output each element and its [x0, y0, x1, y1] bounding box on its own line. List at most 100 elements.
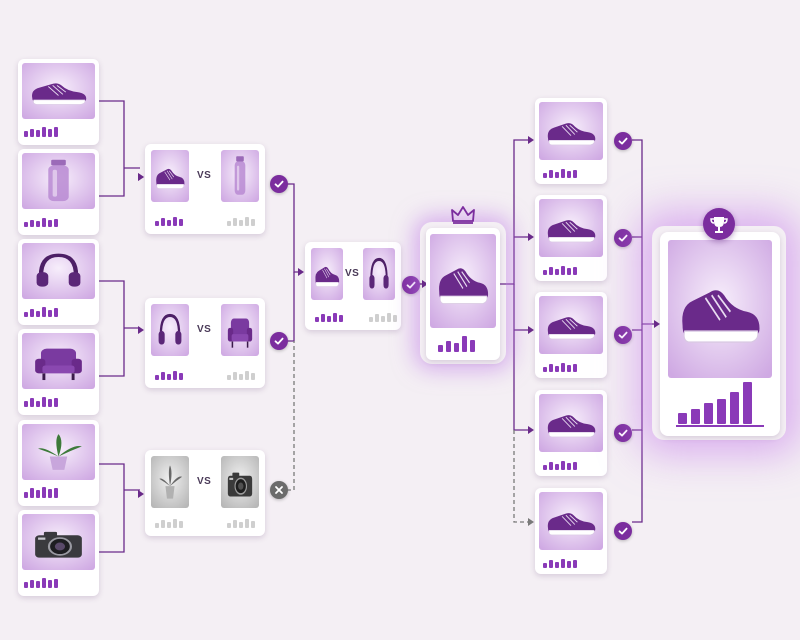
score-bar [573, 267, 577, 275]
score-bar [173, 217, 177, 226]
arrowhead [422, 280, 428, 288]
score-bar [730, 392, 739, 424]
arrowhead [528, 326, 534, 334]
score-bar [549, 560, 553, 568]
score-bars [315, 308, 343, 322]
matchup-card[interactable]: VS [145, 298, 265, 388]
entrant-card[interactable] [18, 329, 99, 415]
variant-card[interactable] [535, 390, 607, 476]
arrowhead [138, 326, 144, 334]
headphones-product-image [363, 248, 395, 300]
score-bar [48, 399, 52, 407]
score-bars [24, 482, 58, 498]
score-bar [227, 221, 231, 226]
entrant-card[interactable] [18, 239, 99, 325]
top-seed-card[interactable] [426, 228, 500, 360]
score-bar [30, 309, 34, 317]
headphones-product-image [22, 243, 95, 299]
matchup-card[interactable]: VS [305, 242, 401, 330]
variant-card[interactable] [535, 292, 607, 378]
score-bars [543, 164, 577, 178]
entrant-card[interactable] [18, 510, 99, 596]
score-bar [251, 373, 255, 380]
score-bars [24, 211, 58, 227]
sneaker-illustration [539, 394, 603, 452]
score-bar [543, 465, 547, 470]
score-bar [161, 520, 165, 528]
score-bar [438, 345, 443, 352]
matchup-card[interactable]: VS [145, 450, 265, 536]
entrant-card[interactable] [18, 149, 99, 235]
score-bar [573, 462, 577, 470]
score-bar [30, 129, 34, 137]
score-bars [155, 212, 183, 226]
score-bar [54, 219, 58, 227]
score-bar [245, 371, 249, 380]
score-bar [48, 220, 52, 227]
score-bar [36, 581, 40, 588]
variant-card[interactable] [535, 488, 607, 574]
score-bars [543, 358, 577, 372]
vs-label: VS [345, 268, 360, 279]
sneaker-illustration [311, 248, 343, 300]
vs-label: VS [197, 476, 212, 487]
sneaker-product-image [539, 102, 603, 160]
score-bar [555, 464, 559, 470]
score-bar [543, 367, 547, 372]
sneaker-illustration [539, 102, 603, 160]
score-bar [573, 364, 577, 372]
check-icon [402, 276, 420, 294]
vs-label: VS [197, 324, 212, 335]
score-bar [245, 217, 249, 226]
score-bar [48, 129, 52, 137]
score-bar [567, 561, 571, 568]
score-bar [155, 221, 159, 226]
armchair-product-image [22, 333, 95, 389]
score-bar [549, 267, 553, 275]
score-bars [24, 301, 58, 317]
water-bottle-product-image [22, 153, 95, 209]
arrowhead [298, 268, 304, 276]
score-bar [155, 375, 159, 380]
score-bars [678, 382, 752, 424]
score-bars [227, 366, 255, 380]
score-bar [333, 313, 337, 322]
sneaker-product-image [539, 492, 603, 550]
check-icon [270, 332, 288, 350]
variant-card[interactable] [535, 98, 607, 184]
score-bar [549, 364, 553, 372]
score-bar [543, 173, 547, 178]
score-bar [339, 315, 343, 322]
check-icon [614, 132, 632, 150]
camera-illustration [221, 456, 259, 508]
variant-card[interactable] [535, 195, 607, 281]
score-bar [227, 375, 231, 380]
score-bar [369, 317, 373, 322]
armchair-product-image [221, 304, 259, 356]
sneaker-illustration [539, 492, 603, 550]
eliminated-connector-line [287, 341, 295, 491]
score-bar [239, 374, 243, 380]
score-bars [24, 121, 58, 137]
score-bar [36, 401, 40, 407]
score-bar [704, 403, 713, 424]
score-bar [167, 374, 171, 380]
score-bar [30, 488, 34, 498]
score-bar [567, 365, 571, 372]
arrowhead [528, 136, 534, 144]
score-bar [54, 488, 58, 498]
check-icon [614, 326, 632, 344]
score-bar [42, 127, 46, 137]
water-bottle-product-image [221, 150, 259, 202]
score-bar [561, 266, 565, 275]
water-bottle-illustration [221, 150, 259, 202]
score-bar [315, 317, 319, 322]
entrant-card[interactable] [18, 420, 99, 506]
champion-card[interactable] [660, 232, 780, 436]
matchup-card[interactable]: VS [145, 144, 265, 234]
score-bar [42, 397, 46, 407]
entrant-card[interactable] [18, 59, 99, 145]
check-icon [270, 175, 288, 193]
score-bar [233, 372, 237, 380]
